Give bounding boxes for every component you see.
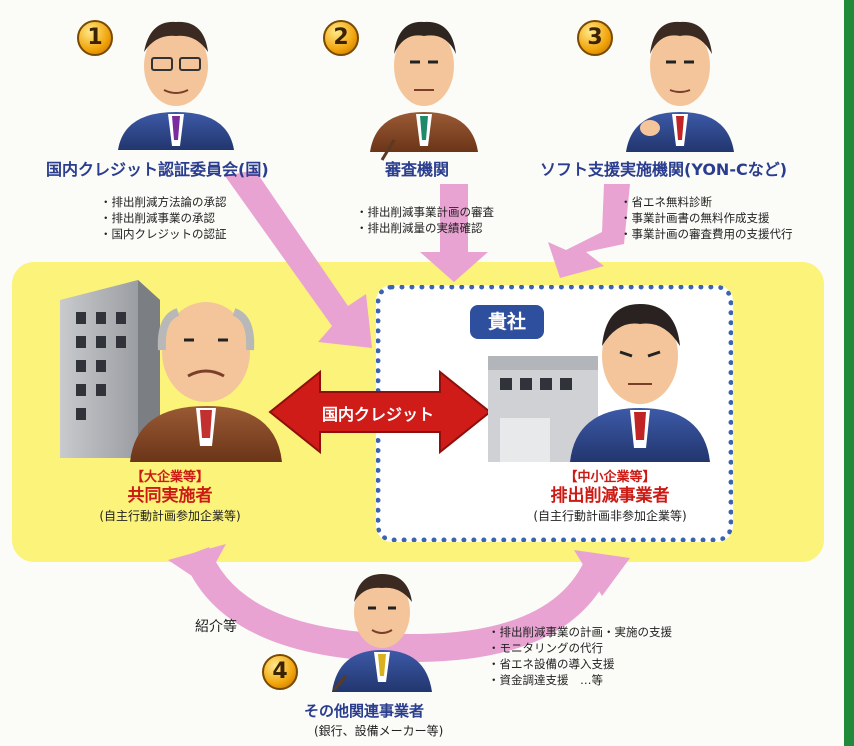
e1-duty: ・排出削減事業の承認 — [100, 211, 215, 225]
e4-duty: ・排出削減事業の計画・実施の支援 — [488, 625, 672, 639]
number-badge-4: 4 — [262, 654, 298, 690]
e2-duties: ・排出削減事業計画の審査 ・排出削減量の実績確認 — [356, 204, 494, 236]
e1-duty: ・国内クレジットの認証 — [100, 227, 227, 241]
e4-subtitle: (銀行、設備メーカー等) — [314, 724, 444, 738]
person-icon-sme — [570, 304, 710, 462]
e1-duty: ・排出削減方法論の承認 — [100, 195, 227, 209]
number-badge-1: 1 — [77, 20, 113, 56]
e4-title: その他関連事業者 — [304, 702, 425, 720]
e3-title: ソフト支援実施機関(YON-Cなど) — [540, 160, 788, 179]
e3-duty: ・省エネ無料診断 — [620, 195, 712, 209]
e3-duty: ・事業計画の審査費用の支援代行 — [620, 227, 793, 241]
person-icon-large-company — [130, 302, 282, 462]
sme-labels: 【中小企業等】 排出削減事業者 (自主行動計画非参加企業等) — [500, 466, 720, 524]
e1-duties: ・排出削減方法論の承認 ・排出削減事業の承認 ・国内クレジットの認証 — [100, 194, 227, 242]
person-icon-e2 — [370, 21, 478, 161]
arrow-e1-to-company — [225, 170, 372, 348]
number-badge-2: 2 — [323, 20, 359, 56]
e4-duties: ・排出削減事業の計画・実施の支援 ・モニタリングの代行 ・省エネ設備の導入支援 … — [488, 624, 672, 688]
page-edge-bar — [844, 0, 854, 746]
person-icon-e1 — [118, 21, 234, 150]
e1-title: 国内クレジット認証委員会(国) — [46, 160, 269, 179]
person-icon-e4 — [332, 574, 432, 692]
e2-duty: ・排出削減量の実績確認 — [356, 221, 483, 235]
office-building-icon — [60, 280, 160, 458]
e4-duty: ・資金調達支援 …等 — [488, 673, 603, 687]
arrow-e2-to-company — [420, 184, 488, 282]
sme-bracket: 【中小企業等】 — [564, 470, 656, 485]
e2-duty: ・排出削減事業計画の審査 — [356, 205, 494, 219]
large-company-labels: 【大企業等】 共同実施者 (自主行動計画参加企業等) — [60, 466, 280, 524]
e4-duty: ・省エネ設備の導入支援 — [488, 657, 615, 671]
arrow-referral — [168, 544, 630, 663]
your-company-badge: 貴社 — [470, 305, 544, 339]
large-company-note: (自主行動計画参加企業等) — [99, 509, 241, 523]
large-company-bracket: 【大企業等】 — [130, 470, 209, 485]
credit-label: 国内クレジット — [321, 405, 434, 424]
sme-note: (自主行動計画非参加企業等) — [533, 509, 687, 523]
arrow-e3-to-company — [548, 184, 630, 278]
number-badge-3: 3 — [577, 20, 613, 56]
sme-role: 排出削減事業者 — [550, 486, 670, 506]
e2-title: 審査機関 — [385, 160, 450, 179]
large-company-role: 共同実施者 — [127, 486, 213, 506]
e4-duty: ・モニタリングの代行 — [488, 641, 603, 655]
e3-duty: ・事業計画書の無料作成支援 — [620, 211, 770, 225]
referral-label: 紹介等 — [195, 619, 237, 635]
person-icon-e3 — [626, 21, 734, 152]
e3-duties: ・省エネ無料診断 ・事業計画書の無料作成支援 ・事業計画の審査費用の支援代行 — [620, 194, 793, 242]
